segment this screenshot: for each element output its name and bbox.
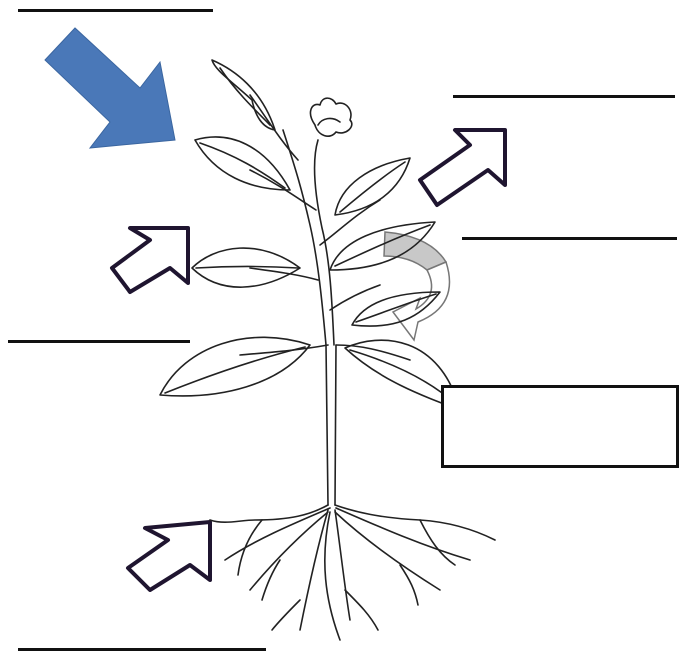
stem (283, 130, 334, 345)
answer-box[interactable] (441, 385, 679, 468)
flower-arrow-icon (420, 130, 505, 205)
blue-arrow-icon (45, 28, 175, 148)
bottom-left-label-blank[interactable] (18, 648, 266, 651)
flower (311, 98, 352, 136)
middle-right-label-blank[interactable] (462, 237, 677, 240)
middle-left-label-blank[interactable] (8, 340, 190, 343)
top-left-label-blank[interactable] (18, 9, 213, 12)
root-arrow-icon (128, 522, 210, 590)
leaf-arrow-icon (112, 228, 188, 292)
top-right-label-blank[interactable] (453, 95, 675, 98)
roots (210, 505, 495, 640)
